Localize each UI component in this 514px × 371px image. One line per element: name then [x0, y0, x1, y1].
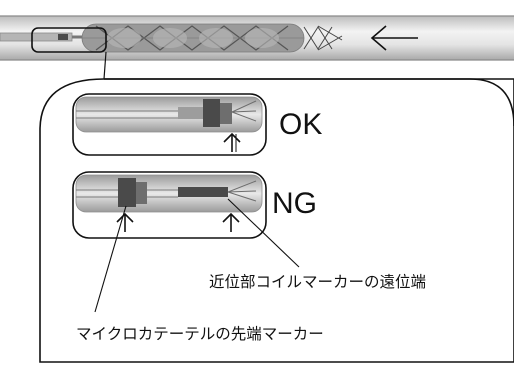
arrow-up-icon: [223, 132, 241, 152]
stent-device: [81, 23, 343, 53]
microcatheter-tip-marker-label: マイクロカテーテルの先端マーカー: [76, 325, 324, 343]
ok-panel: [72, 93, 267, 156]
zoom-box: [31, 27, 107, 53]
arrow-left-icon: [370, 25, 418, 51]
coil-marker-ng: [178, 187, 228, 197]
ng-label: NG: [272, 187, 317, 220]
callout-container: [39, 78, 514, 363]
tip-marker-ng: [118, 178, 136, 207]
leader-line-tip-marker: [94, 205, 127, 313]
microcatheter-top: [0, 32, 82, 42]
proximal-coil-marker-label: 近位部コイルマーカーの遠位端: [209, 273, 427, 291]
arrow-up-icon: [222, 212, 240, 232]
tip-marker-ok: [203, 99, 220, 127]
leader-line-coil-marker: [227, 198, 300, 268]
zoom-connector: [103, 51, 107, 80]
ng-panel: [72, 171, 267, 239]
ok-label: OK: [279, 108, 323, 141]
callout-top-edge: [104, 78, 514, 127]
arrow-up-icon: [116, 212, 134, 232]
